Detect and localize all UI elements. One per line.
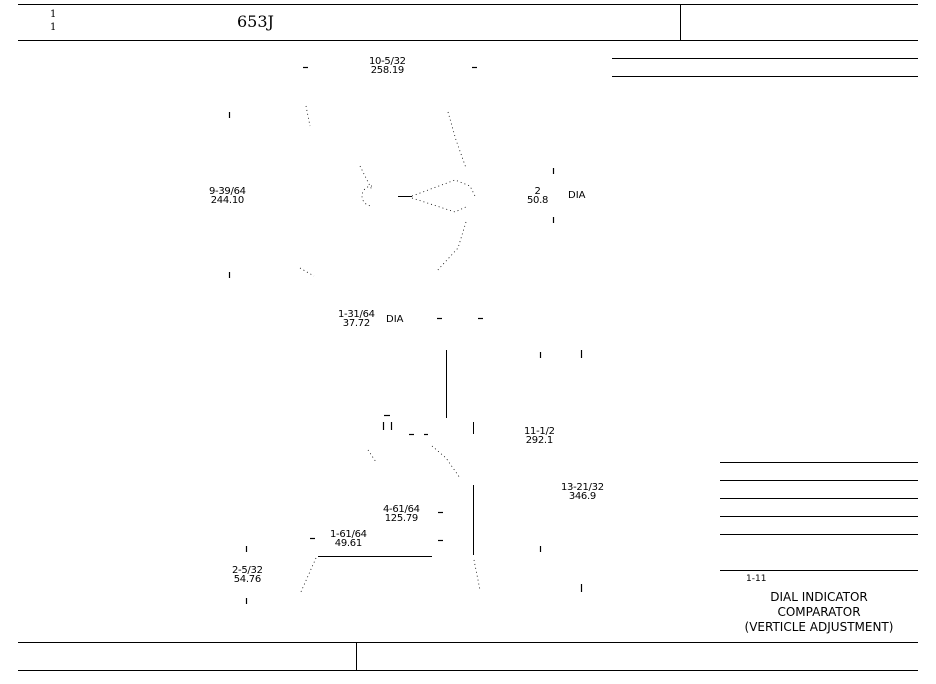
dial-circle — [361, 185, 373, 207]
dimension-metric: 50.8 — [527, 195, 549, 206]
title-line-3: (VERTICLE ADJUSTMENT) — [744, 620, 894, 634]
drawing-title: DIAL INDICATOR COMPARATOR (VERTICLE ADJU… — [720, 590, 918, 635]
dimension-metric: 49.61 — [334, 538, 362, 549]
dimension-base-height: 2-5/32 54.76 — [232, 565, 263, 585]
dimension-imperial: 13-21/32 — [561, 482, 604, 493]
dimension-imperial: 11-1/2 — [524, 426, 555, 437]
dimension-base-offset: 1-61/64 49.61 — [330, 529, 367, 549]
title-line-1: DIAL INDICATOR — [770, 590, 868, 604]
dimension-imperial: 1-61/64 — [330, 529, 367, 540]
dimension-imperial: 10-5/32 — [369, 56, 406, 67]
dimension-metric: 37.72 — [342, 318, 370, 329]
dimension-imperial: 2 — [534, 186, 541, 197]
sheet-number-bottom: 1 — [50, 22, 57, 33]
dimension-overall-height: 13-21/32 346.9 — [561, 482, 604, 502]
dial-diameter-note: DIA — [568, 190, 586, 201]
stand-outline — [367, 445, 461, 479]
dimension-imperial: 9-39/64 — [209, 186, 246, 197]
dimension-imperial: 2-5/32 — [232, 565, 263, 576]
dimension-metric: 258.19 — [370, 65, 405, 76]
part-number: 653J — [237, 12, 274, 31]
base-outline — [299, 557, 481, 595]
sheet-number-top: 1 — [50, 9, 57, 20]
dimension-metric: 54.76 — [233, 574, 261, 585]
dimension-metric: 292.1 — [525, 435, 553, 446]
dimension-metric: 244.10 — [210, 195, 245, 206]
dimension-post-height: 11-1/2 292.1 — [524, 426, 555, 446]
dimension-metric: 125.79 — [384, 513, 419, 524]
dimension-imperial: 1-31/64 — [338, 309, 375, 320]
dimension-metric: 346.9 — [568, 491, 596, 502]
dimension-imperial: 4-61/64 — [383, 504, 420, 515]
dimension-base-width: 4-61/64 125.79 — [383, 504, 420, 524]
model-number: 1-11 — [746, 574, 767, 584]
dimension-top-width: 10-5/32 258.19 — [369, 56, 406, 76]
title-line-2: COMPARATOR — [777, 605, 861, 619]
dimension-head-height: 9-39/64 244.10 — [209, 186, 246, 206]
head-outline-left — [299, 105, 315, 277]
head-outline-right — [435, 111, 467, 273]
head-outline-upper — [359, 165, 477, 213]
dimension-stem-diameter: 1-31/64 37.72 — [338, 309, 375, 329]
dimension-dial-diameter: 2 50.8 — [527, 186, 549, 206]
stem-diameter-note: DIA — [386, 314, 404, 325]
